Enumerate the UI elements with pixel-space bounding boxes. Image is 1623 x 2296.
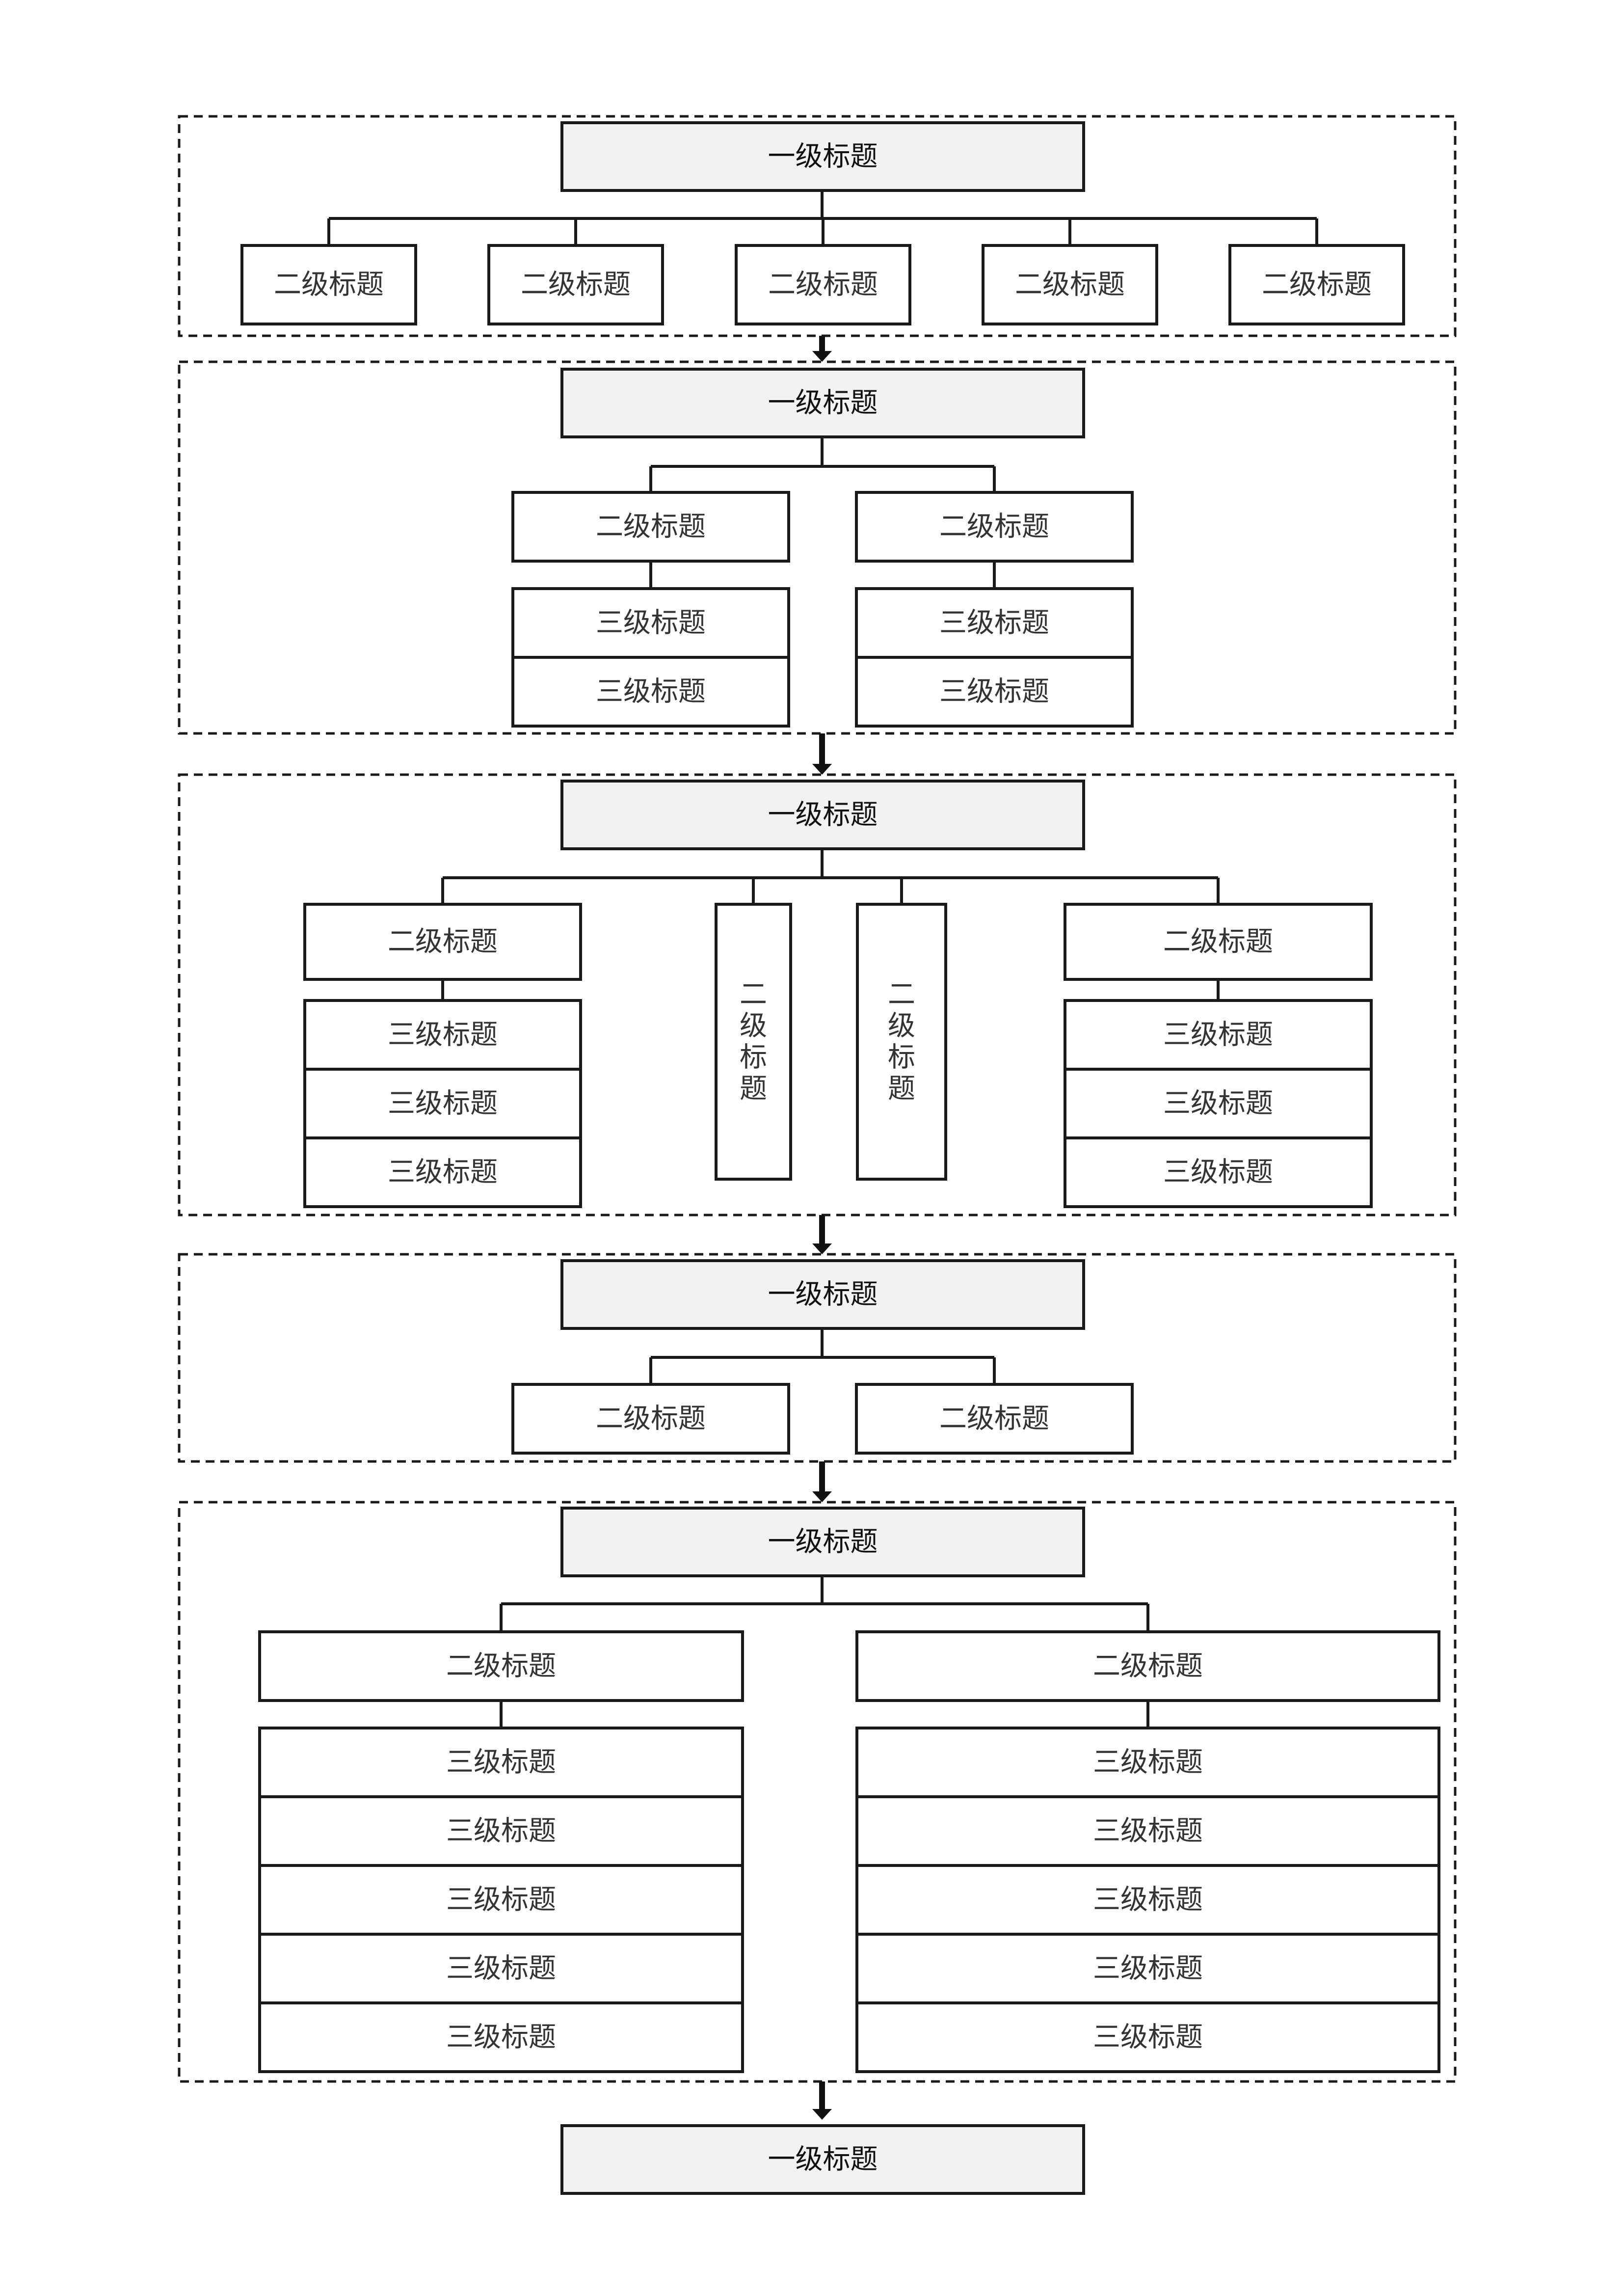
- section-2-level1-label: 一级标题: [768, 387, 878, 419]
- section-2-level2: [511, 491, 790, 563]
- section-5-level3-row-label: 三级标题: [1093, 1747, 1203, 1779]
- section-1-level2-label: 二级标题: [521, 269, 631, 301]
- section-1-level2: [735, 244, 911, 325]
- section-5-level3-row-label: 三级标题: [446, 1747, 556, 1779]
- section-3-level2-vertical-char: 题: [740, 1073, 767, 1105]
- section-3-level3-row-label: 三级标题: [1163, 1019, 1273, 1051]
- section-3-level3-row-label: 三级标题: [1163, 1088, 1273, 1120]
- section-3-level2: [303, 903, 582, 981]
- section-3-level2: [1064, 903, 1373, 981]
- section-5-level2-label: 二级标题: [1093, 1650, 1203, 1682]
- section-3-level3-row: [303, 1068, 582, 1139]
- section-3-level3-row: [303, 1136, 582, 1208]
- section-2-level3-row-label: 三级标题: [596, 607, 706, 639]
- section-4-arrow-head: [812, 1491, 832, 1502]
- section-1-level2: [1228, 244, 1405, 325]
- section-5-level3-row-label: 三级标题: [446, 1884, 556, 1916]
- section-1-level2: [982, 244, 1158, 325]
- section-5-level3-row: [855, 2001, 1440, 2073]
- section-2-level3-row: [511, 587, 790, 659]
- section-6-level1: [560, 2124, 1085, 2195]
- section-5-level2: [258, 1630, 744, 1702]
- section-6-level1-label: 一级标题: [768, 2144, 878, 2176]
- section-4-level2-label: 二级标题: [939, 1403, 1049, 1435]
- section-5-level3-row-label: 三级标题: [1093, 1815, 1203, 1847]
- section-5-level3-row: [258, 1933, 744, 2004]
- section-5-level3-row-label: 三级标题: [446, 2022, 556, 2053]
- section-5-level2: [855, 1630, 1440, 1702]
- section-3-level2-label: 二级标题: [1163, 926, 1273, 958]
- section-3-arrow-head: [812, 1243, 832, 1254]
- section-3-level2-vertical-char: 二: [740, 979, 767, 1011]
- section-4-level1: [560, 1259, 1085, 1330]
- section-5-level3-row: [855, 1933, 1440, 2004]
- section-3-level2-vertical-char: 标: [740, 1042, 767, 1074]
- section-3-level1: [560, 780, 1085, 850]
- section-5-level3-row: [258, 2001, 744, 2073]
- section-2-arrow-head: [812, 764, 832, 775]
- section-1-level2-label: 二级标题: [1262, 269, 1372, 301]
- section-2-level3-row-label: 三级标题: [939, 676, 1049, 708]
- section-3-level2-vertical-char: 级: [888, 1010, 915, 1042]
- section-5-level1-label: 一级标题: [768, 1526, 878, 1558]
- section-5-level3-row: [258, 1864, 744, 1936]
- section-3-level1-label: 一级标题: [768, 799, 878, 831]
- section-5-level3-row-label: 三级标题: [1093, 2022, 1203, 2053]
- section-3-level3-row-label: 三级标题: [388, 1019, 498, 1051]
- section-2-frame: [178, 360, 1457, 735]
- section-1-frame: [178, 115, 1457, 337]
- section-3-level3-row: [303, 999, 582, 1071]
- section-1-level1: [560, 121, 1085, 192]
- section-2-level3-row: [855, 587, 1134, 659]
- section-3-level3-row-label: 三级标题: [388, 1157, 498, 1189]
- section-1-level2-label: 二级标题: [1015, 269, 1125, 301]
- section-5-level3-row: [855, 1795, 1440, 1867]
- section-2-level2-label: 二级标题: [596, 511, 706, 543]
- section-2-level2: [855, 491, 1134, 563]
- section-3-level3-row-label: 三级标题: [1163, 1157, 1273, 1189]
- section-5-level3-row: [258, 1727, 744, 1798]
- section-3-level2-vertical-char: 级: [740, 1010, 767, 1042]
- section-1-arrow-head: [812, 351, 832, 362]
- section-3-frame: [178, 773, 1457, 1216]
- section-1-level2-label: 二级标题: [274, 269, 384, 301]
- section-3-level3-row: [1064, 999, 1373, 1071]
- section-3-level2-vertical: [715, 903, 792, 1181]
- section-2-level3-row: [511, 656, 790, 728]
- section-2-level3-row: [855, 656, 1134, 728]
- section-3-level2-vertical-char: 标: [888, 1042, 915, 1074]
- section-1-level2: [487, 244, 664, 325]
- section-5-arrow-head: [812, 2109, 832, 2120]
- section-5-level3-row-label: 三级标题: [446, 1953, 556, 1985]
- section-5-level3-row-label: 三级标题: [446, 1815, 556, 1847]
- section-5-level2-label: 二级标题: [446, 1650, 556, 1682]
- section-3-level3-row: [1064, 1068, 1373, 1139]
- section-4-frame: [178, 1253, 1457, 1463]
- section-3-level2-vertical: [856, 903, 947, 1181]
- section-1-level2: [240, 244, 417, 325]
- section-5-level3-row-label: 三级标题: [1093, 1953, 1203, 1985]
- section-2-level3-row-label: 三级标题: [596, 676, 706, 708]
- section-3-level2-label: 二级标题: [388, 926, 498, 958]
- section-1-level1-label: 一级标题: [768, 141, 878, 173]
- section-4-level2: [511, 1383, 790, 1455]
- section-4-level2-label: 二级标题: [596, 1403, 706, 1435]
- section-5-level3-row: [258, 1795, 744, 1867]
- section-5-level3-row-label: 三级标题: [1093, 1884, 1203, 1916]
- section-2-level3-row-label: 三级标题: [939, 607, 1049, 639]
- section-3-level3-row-label: 三级标题: [388, 1088, 498, 1120]
- section-5-frame: [178, 1501, 1457, 2083]
- section-5-level1: [560, 1507, 1085, 1577]
- section-4-level1-label: 一级标题: [768, 1279, 878, 1311]
- section-2-level2-label: 二级标题: [939, 511, 1049, 543]
- section-4-level2: [855, 1383, 1134, 1455]
- section-3-level2-vertical-char: 二: [888, 979, 915, 1011]
- section-2-level1: [560, 368, 1085, 438]
- section-1-level2-label: 二级标题: [768, 269, 878, 301]
- section-3-level3-row: [1064, 1136, 1373, 1208]
- section-3-level2-vertical-char: 题: [888, 1073, 915, 1105]
